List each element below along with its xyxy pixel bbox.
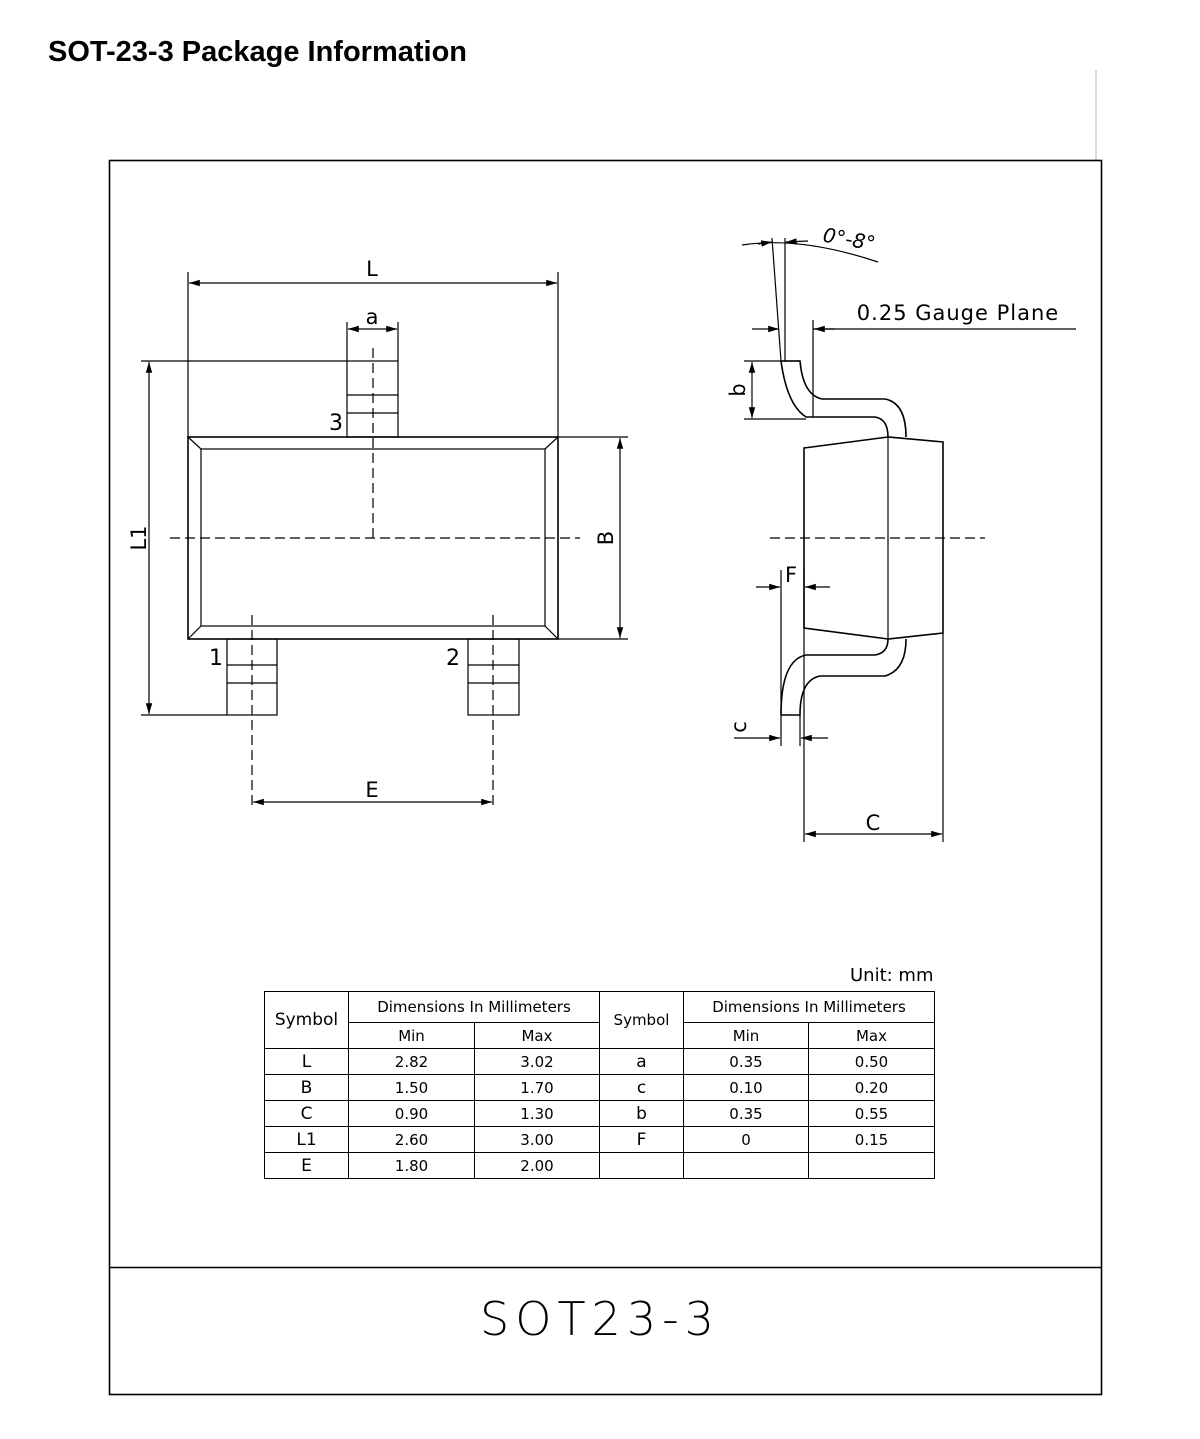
symbol-header-right: Symbol — [599, 991, 684, 1049]
max-cell — [808, 1152, 935, 1179]
symbol-cell: F — [599, 1126, 684, 1153]
gauge-plane-label: 0.25 Gauge Plane — [857, 301, 1059, 325]
min-cell: 1.50 — [348, 1074, 475, 1101]
max-header: Max — [808, 1022, 935, 1049]
table-row: E 1.80 2.00 — [264, 1152, 935, 1179]
min-cell — [683, 1152, 809, 1179]
min-cell: 0.35 — [683, 1100, 809, 1127]
min-cell: 0.35 — [683, 1048, 809, 1075]
unit-label: Unit: mm — [850, 965, 934, 986]
table-row: L 2.82 3.02 a 0.35 0.50 — [264, 1048, 935, 1075]
dim-b-label: b — [726, 383, 750, 396]
table-row: B 1.50 1.70 c 0.10 0.20 — [264, 1074, 935, 1101]
min-header: Min — [683, 1022, 809, 1049]
drawing-frame — [108, 159, 1103, 1396]
table-row: L1 2.60 3.00 F 0 0.15 — [264, 1126, 935, 1153]
max-cell: 1.30 — [474, 1100, 600, 1127]
dim-F-label: F — [785, 563, 797, 587]
dim-L1-label: L1 — [127, 525, 151, 550]
min-cell: 2.82 — [348, 1048, 475, 1075]
symbol-cell: E — [264, 1152, 349, 1179]
max-cell: 1.70 — [474, 1074, 600, 1101]
top-view: L a L1 B E 3 1 2 — [127, 257, 628, 808]
symbol-cell: b — [599, 1100, 684, 1127]
max-cell: 0.50 — [808, 1048, 935, 1075]
page-title: SOT-23-3 Package Information — [48, 36, 468, 68]
dim-B-label: B — [594, 531, 618, 545]
symbol-cell: B — [264, 1074, 349, 1101]
symbol-header-left: Symbol — [264, 991, 349, 1049]
max-cell: 0.55 — [808, 1100, 935, 1127]
max-cell: 3.02 — [474, 1048, 600, 1075]
dim-header-right: Dimensions In Millimeters — [683, 991, 935, 1023]
max-cell: 0.20 — [808, 1074, 935, 1101]
max-cell: 0.15 — [808, 1126, 935, 1153]
upper-lead — [780, 360, 907, 438]
dim-c-label: c — [727, 721, 751, 733]
pin-label-3: 3 — [329, 411, 343, 436]
min-cell: 0 — [683, 1126, 809, 1153]
max-cell: 2.00 — [474, 1152, 600, 1179]
lower-lead — [780, 638, 907, 716]
angle-label: 0°-8° — [821, 223, 877, 256]
min-cell: 1.80 — [348, 1152, 475, 1179]
dimensions-table: Symbol Dimensions In Millimeters Symbol … — [264, 991, 935, 1179]
table-row: C 0.90 1.30 b 0.35 0.55 — [264, 1100, 935, 1127]
symbol-cell: L1 — [264, 1126, 349, 1153]
side-view: 0°-8° 0.25 Gauge Plane b F c C — [726, 223, 1076, 842]
symbol-cell: C — [264, 1100, 349, 1127]
symbol-cell: c — [599, 1074, 684, 1101]
min-cell: 0.90 — [348, 1100, 475, 1127]
min-header: Min — [348, 1022, 475, 1049]
min-cell: 0.10 — [683, 1074, 809, 1101]
min-cell: 2.60 — [348, 1126, 475, 1153]
title-block-text: SOT23-3 — [480, 1292, 720, 1346]
max-cell: 3.00 — [474, 1126, 600, 1153]
angle-arc — [741, 242, 879, 263]
pin-label-2: 2 — [446, 646, 460, 671]
max-header: Max — [474, 1022, 600, 1049]
dim-C-label: C — [866, 811, 881, 835]
symbol-cell: L — [264, 1048, 349, 1075]
dim-L-label: L — [366, 257, 378, 281]
symbol-cell: a — [599, 1048, 684, 1075]
symbol-cell — [599, 1152, 684, 1179]
pin-label-1: 1 — [209, 646, 223, 671]
dim-header-left: Dimensions In Millimeters — [348, 991, 600, 1023]
dim-a-label: a — [366, 305, 379, 329]
dim-E-label: E — [365, 778, 378, 802]
